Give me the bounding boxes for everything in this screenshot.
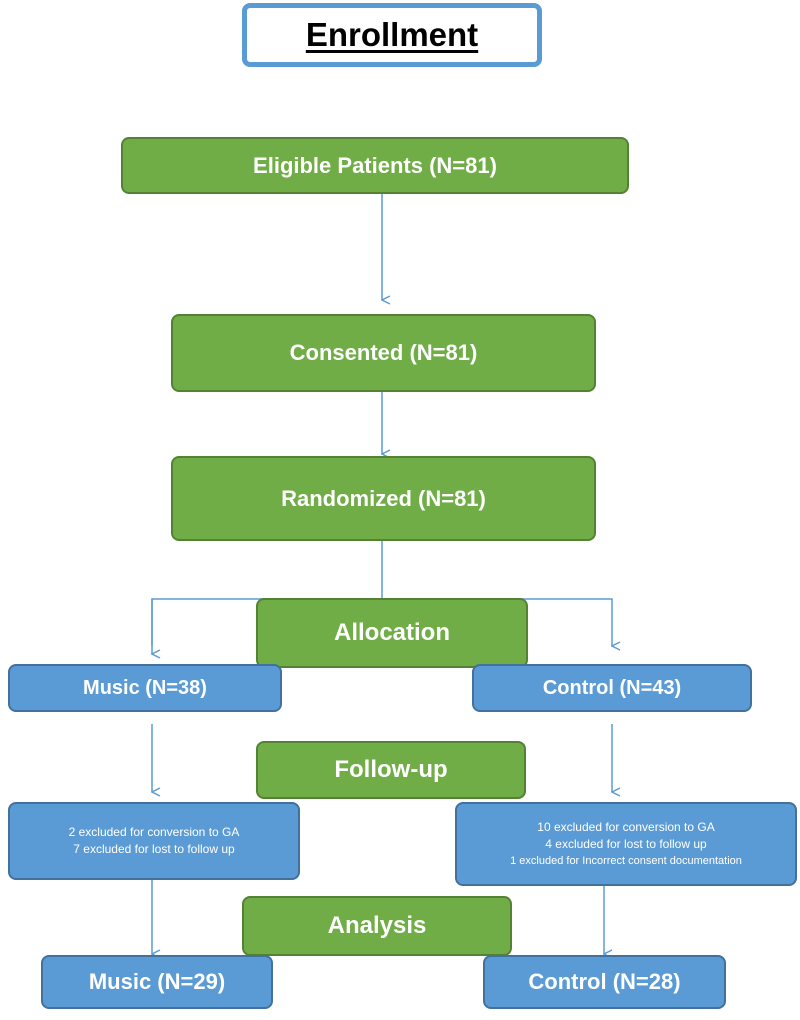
- followup-stage-box: Follow-up: [256, 741, 526, 799]
- analysis-stage-label: Analysis: [327, 912, 427, 939]
- control-allocated-box: Control (N=43): [472, 664, 752, 712]
- music-excluded-line-2: 7 excluded for lost to follow up: [73, 842, 235, 856]
- randomized-box: Randomized (N=81): [171, 456, 596, 541]
- randomized-label: Randomized (N=81): [281, 485, 486, 511]
- control-analyzed-label: Control (N=28): [528, 969, 681, 994]
- consented-label: Consented (N=81): [289, 340, 478, 365]
- allocation-stage-label: Allocation: [333, 619, 450, 646]
- enrollment-title-text: Enrollment: [305, 16, 479, 53]
- consented-box: Consented (N=81): [171, 314, 596, 392]
- eligible-patients-box: Eligible Patients (N=81): [121, 137, 629, 194]
- eligible-patients-label: Eligible Patients (N=81): [253, 152, 497, 178]
- music-excluded-box: 2 excluded for conversion to GA 7 exclud…: [8, 802, 300, 880]
- music-analyzed-label: Music (N=29): [88, 969, 226, 994]
- music-allocated-box: Music (N=38): [8, 664, 282, 712]
- control-excluded-line-3: 1 excluded for Incorrect consent documen…: [510, 855, 742, 867]
- control-excluded-box: 10 excluded for conversion to GA 4 exclu…: [455, 802, 797, 886]
- analysis-stage-box: Analysis: [242, 896, 512, 956]
- control-allocated-label: Control (N=43): [542, 676, 682, 699]
- followup-stage-label: Follow-up: [334, 756, 448, 783]
- music-analyzed-box: Music (N=29): [41, 955, 273, 1009]
- control-excluded-line-1: 10 excluded for conversion to GA: [537, 820, 715, 834]
- allocation-stage-box: Allocation: [256, 598, 528, 668]
- music-allocated-label: Music (N=38): [83, 676, 207, 699]
- music-excluded-line-1: 2 excluded for conversion to GA: [68, 825, 240, 839]
- control-excluded-line-2: 4 excluded for lost to follow up: [545, 837, 707, 851]
- enrollment-title: Enrollment: [242, 3, 542, 67]
- control-analyzed-box: Control (N=28): [483, 955, 726, 1009]
